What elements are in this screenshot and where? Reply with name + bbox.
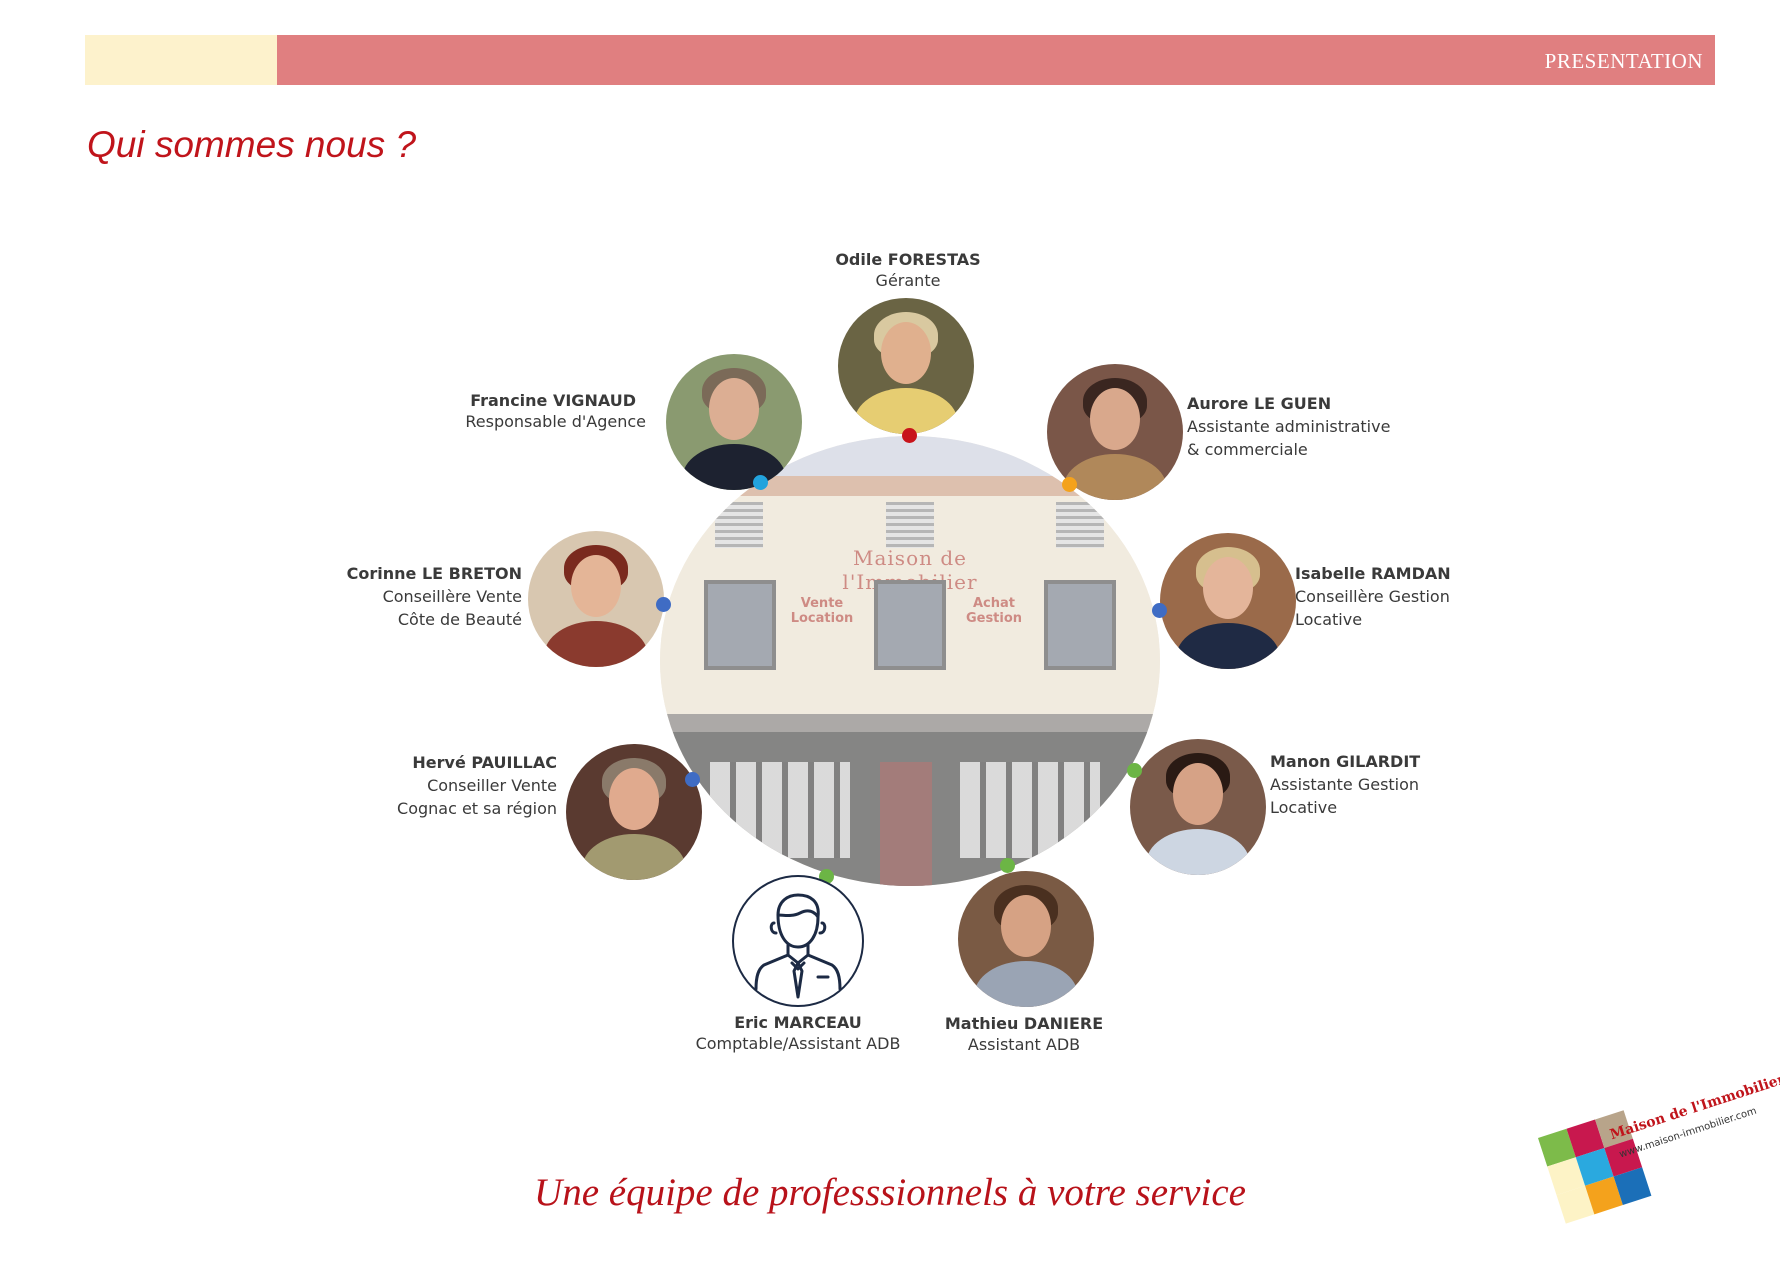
dot-corinne [656,597,671,612]
storefront-listings [710,762,850,858]
member-role-manon-2: Locative [1270,798,1338,817]
member-role-aurore-2: & commerciale [1187,440,1308,459]
photo-mathieu-daniere [958,871,1094,1007]
dot-manon [1127,763,1142,778]
photo-odile-forestas [838,298,974,434]
storefront-label-vente: Vente [800,596,844,611]
storefront-label-achat: Achat [972,596,1015,611]
photo-corinne-le-breton [528,531,664,667]
member-role-francine: Responsable d'Agence [465,412,646,431]
storefront-awning [660,714,1160,732]
storefront-listings [960,762,1100,858]
dot-mathieu [1000,858,1015,873]
member-role-corinne-1: Conseillère Vente [382,587,522,606]
tagline: Une équipe de professsionnels à votre se… [534,1171,1246,1214]
dot-isabelle [1152,603,1167,618]
storefront-label-left: Vente Location [772,596,872,626]
storefront-window [1044,580,1116,670]
storefront-vent [715,502,763,548]
member-name-eric: Eric MARCEAU [734,1013,862,1032]
member-role-aurore-1: Assistante administrative [1187,417,1391,436]
person-placeholder-icon [754,893,842,999]
member-role-mathieu: Assistant ADB [967,1035,1081,1054]
photo-isabelle-ramdan [1160,533,1296,669]
storefront-label-location: Location [790,611,854,626]
member-name-manon: Manon GILARDIT [1270,752,1421,771]
member-name-mathieu: Mathieu DANIERE [944,1014,1104,1033]
header-bar: PRESENTATION [277,35,1715,85]
member-name-odile: Odile FORESTAS [835,250,981,269]
member-name-herve: Hervé PAUILLAC [412,753,557,772]
dot-francine [753,475,768,490]
photo-manon-gilardit [1130,739,1266,875]
storefront-window [874,580,946,670]
page-title: Qui sommes nous ? [87,124,417,165]
member-role-corinne-2: Côte de Beauté [397,610,522,629]
dot-herve [685,772,700,787]
storefront-vent [1056,502,1104,548]
agency-storefront-image: Maison de l'Immobilier Vente Location Ac… [660,436,1160,886]
storefront-window [704,580,776,670]
member-role-isabelle-2: Locative [1295,610,1363,629]
photo-herve-pauillac [566,744,702,880]
company-logo: Maison de l'Immobilier www.maison-immobi… [1538,1071,1780,1250]
member-name-isabelle: Isabelle RAMDAN [1295,564,1451,583]
dot-aurore [1062,477,1077,492]
member-role-herve-1: Conseiller Vente [427,776,557,795]
header-accent-block [85,35,277,85]
storefront-label-right: Achat Gestion [944,596,1044,626]
storefront-vent [886,502,934,548]
dot-odile [902,428,917,443]
member-name-aurore: Aurore LE GUEN [1187,394,1332,413]
storefront-door [880,762,932,886]
member-role-isabelle-1: Conseillère Gestion [1295,587,1450,606]
member-role-herve-2: Cognac et sa région [397,799,557,818]
member-role-eric: Comptable/Assistant ADB [695,1034,901,1053]
member-name-corinne: Corinne LE BRETON [346,564,522,583]
member-name-francine: Francine VIGNAUD [470,391,636,410]
section-label: PRESENTATION [1544,49,1703,73]
storefront-label-gestion: Gestion [965,611,1023,626]
member-role-odile: Gérante [875,271,941,290]
photo-eric-marceau [732,875,864,1007]
photo-francine-vignaud [666,354,802,490]
member-role-manon-1: Assistante Gestion [1270,775,1420,794]
